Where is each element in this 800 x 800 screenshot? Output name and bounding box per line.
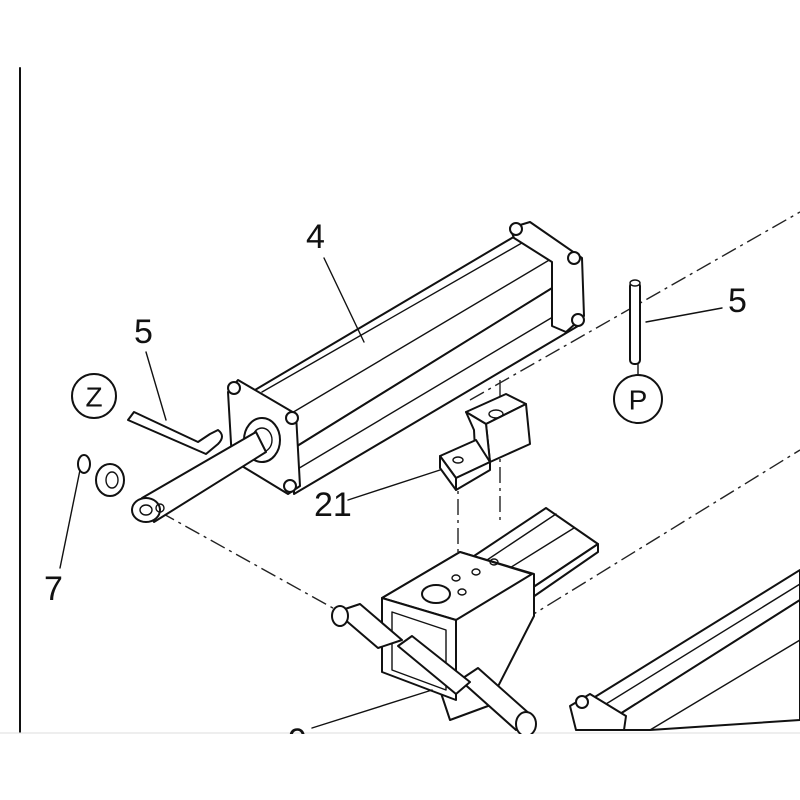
actuator-cylinder-part xyxy=(131,221,585,523)
stepped-block-part xyxy=(439,393,531,491)
straight-pin-part xyxy=(629,279,641,365)
callout-part-5-right: 5 xyxy=(728,282,747,320)
svg-text:P: P xyxy=(629,385,648,416)
svg-text:Z: Z xyxy=(85,382,102,413)
bracket-rail-part xyxy=(331,507,599,737)
callout-part-21: 21 xyxy=(314,486,352,524)
callout-part-7: 7 xyxy=(44,570,63,608)
leader-lines xyxy=(59,257,723,729)
callout-part-4: 4 xyxy=(306,218,325,256)
reference-p-marker: P xyxy=(613,374,663,424)
reference-z-marker: Z xyxy=(71,373,117,419)
lower-beam-part xyxy=(569,569,800,731)
clip-and-washer-part xyxy=(77,454,125,497)
bottom-mask xyxy=(0,734,800,800)
bent-pin-part xyxy=(127,411,223,455)
callout-part-5-left: 5 xyxy=(134,313,153,351)
